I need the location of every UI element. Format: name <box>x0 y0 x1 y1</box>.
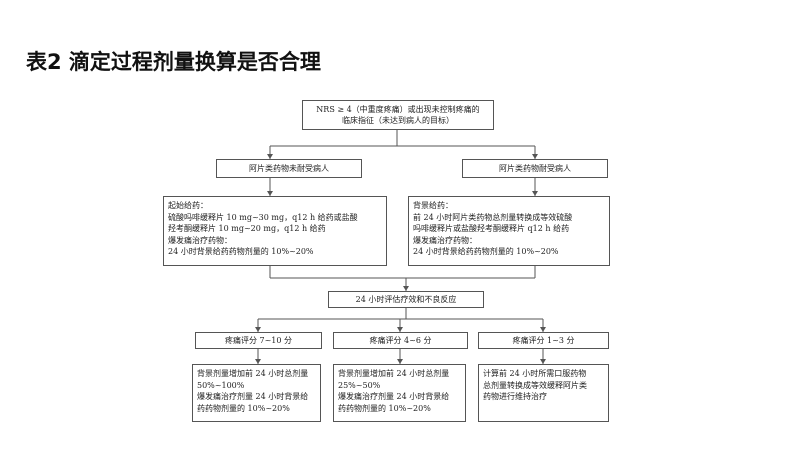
trigger-line-2: 临床指征（未达到病人的目标） <box>342 116 454 125</box>
score-low-label: 疼痛评分 1~3 分 <box>512 335 575 345</box>
action-mid-line-3: 爆发痛治疗剂量 24 小时背景给 <box>338 392 450 401</box>
action-mid-line-4: 药药物剂量的 10%~20% <box>338 403 431 413</box>
evaluation-label: 24 小时评估疗效和不良反应 <box>355 294 457 304</box>
action-mid-box: 背景剂量增加前 24 小时总剂量 25%~50% 爆发痛治疗剂量 24 小时背景… <box>333 364 466 422</box>
tolerant-dosing-line-3: 吗啡缓释片或盐酸羟考酮缓释片 q12 h 给药 <box>413 224 570 233</box>
arrowhead-to-naive <box>267 154 273 159</box>
arrowhead-to-tolerant <box>532 154 538 159</box>
action-high-line-4: 药药物剂量的 10%~20% <box>197 403 290 413</box>
arrowhead-to-action-low <box>540 359 546 364</box>
naive-dosing-line-1: 起始给药： <box>168 201 208 210</box>
action-low-box: 计算前 24 小时所需口服药物 总剂量转换成等效缓释阿片类 药物进行维持治疗 <box>478 364 609 422</box>
evaluation-box: 24 小时评估疗效和不良反应 <box>328 291 484 308</box>
opioid-naive-label: 阿片类药物未耐受病人 <box>249 163 329 173</box>
naive-dosing-line-5: 24 小时背景给药药物剂量的 10%~20% <box>168 247 314 256</box>
score-mid-box: 疼痛评分 4~6 分 <box>333 332 468 349</box>
action-mid-line-1: 背景剂量增加前 24 小时总剂量 <box>338 369 450 378</box>
score-mid-label: 疼痛评分 4~6 分 <box>369 335 432 345</box>
tolerant-dosing-line-2: 前 24 小时阿片类药物总剂量转换成等效硫酸 <box>413 212 573 222</box>
action-mid-line-2: 25%~50% <box>338 380 381 390</box>
action-high-box: 背景剂量增加前 24 小时总剂量 50%~100% 爆发痛治疗剂量 24 小时背… <box>192 364 321 422</box>
score-high-label: 疼痛评分 7~10 分 <box>224 335 293 345</box>
arrowhead-to-score-mid <box>397 327 403 332</box>
naive-dosing-line-4: 爆发痛治疗药物： <box>168 235 232 245</box>
opioid-tolerant-box: 阿片类药物耐受病人 <box>462 159 608 178</box>
trigger-criteria-box: NRS ≥ 4（中重度疼痛）或出现未控制疼痛的 临床指征（未达到病人的目标） <box>302 100 494 130</box>
opioid-tolerant-label: 阿片类药物耐受病人 <box>499 163 571 173</box>
action-low-line-3: 药物进行维持治疗 <box>483 392 547 401</box>
naive-dosing-line-2: 硫酸吗啡缓释片 10 mg~30 mg，q12 h 给药或盐酸 <box>168 212 358 222</box>
score-low-box: 疼痛评分 1~3 分 <box>478 332 609 349</box>
action-low-line-1: 计算前 24 小时所需口服药物 <box>483 369 587 378</box>
trigger-line-1: NRS ≥ 4（中重度疼痛）或出现未控制疼痛的 <box>316 104 480 114</box>
score-high-box: 疼痛评分 7~10 分 <box>195 332 322 349</box>
action-high-line-1: 背景剂量增加前 24 小时总剂量 <box>197 369 309 378</box>
tolerant-dosing-line-5: 24 小时背景给药药物剂量的 10%~20% <box>413 247 559 256</box>
slide-title: 表2 滴定过程剂量换算是否合理 <box>26 50 321 74</box>
arrowhead-to-naive-plan <box>267 191 273 196</box>
arrowhead-to-score-high <box>255 327 261 332</box>
tolerant-dosing-line-4: 爆发痛治疗药物： <box>413 235 477 245</box>
tolerant-dosing-line-1: 背景给药： <box>413 201 453 210</box>
arrowhead-to-evaluation <box>403 286 409 291</box>
naive-dosing-line-3: 羟考酮缓释片 10 mg~20 mg，q12 h 给药 <box>168 224 326 233</box>
tolerant-dosing-box: 背景给药： 前 24 小时阿片类药物总剂量转换成等效硫酸 吗啡缓释片或盐酸羟考酮… <box>408 196 610 266</box>
arrowhead-to-action-mid <box>397 359 403 364</box>
naive-dosing-box: 起始给药： 硫酸吗啡缓释片 10 mg~30 mg，q12 h 给药或盐酸 羟考… <box>163 196 387 266</box>
action-high-line-3: 爆发痛治疗剂量 24 小时背景给 <box>197 392 309 401</box>
arrowhead-to-score-low <box>540 327 546 332</box>
opioid-naive-box: 阿片类药物未耐受病人 <box>216 159 362 178</box>
arrowhead-to-action-high <box>255 359 261 364</box>
action-low-line-2: 总剂量转换成等效缓释阿片类 <box>483 380 587 390</box>
arrowhead-to-tolerant-plan <box>532 191 538 196</box>
action-high-line-2: 50%~100% <box>197 380 245 390</box>
